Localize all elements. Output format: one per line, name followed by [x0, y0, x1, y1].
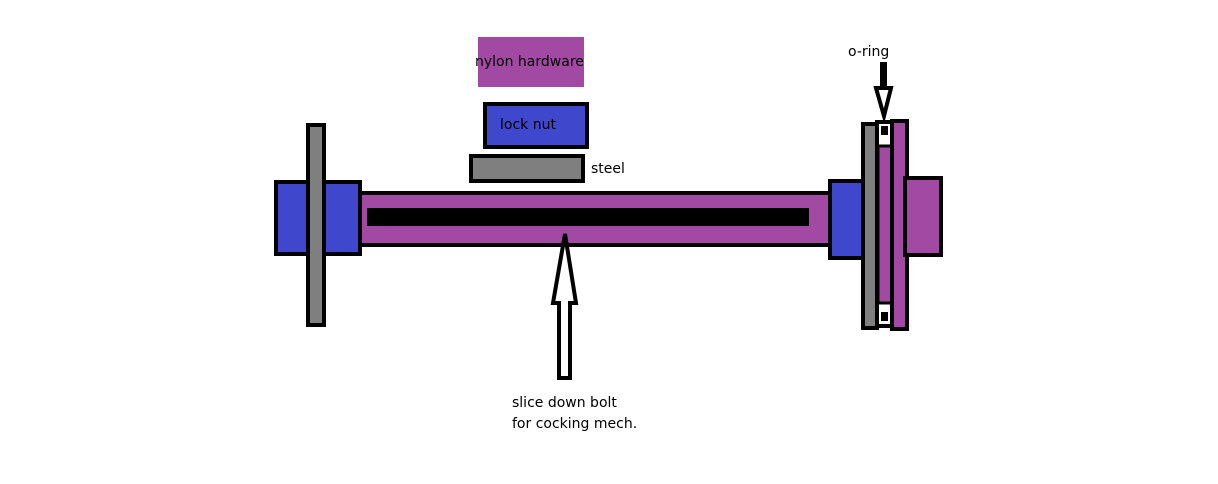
lock-nut-label: lock nut — [500, 117, 556, 133]
lock-nut-swatch — [483, 102, 589, 149]
right-nylon-cap — [903, 176, 943, 257]
right-nut — [828, 179, 866, 260]
steel-swatch — [469, 154, 585, 183]
slice-label-line1: slice down bolt — [512, 395, 617, 411]
steel-label: steel — [591, 161, 625, 177]
bolt-slot — [367, 208, 809, 226]
slice-arrow — [550, 233, 579, 380]
slice-label-line2: for cocking mech. — [512, 416, 638, 432]
nylon-hardware-label: nylon hardware — [475, 54, 584, 70]
right-washer — [861, 122, 879, 330]
o-ring-dot-bottom — [881, 312, 888, 321]
o-ring-arrow-shaft — [880, 62, 887, 92]
nylon-hardware-swatch — [478, 37, 584, 87]
o-ring-arrow-head — [873, 86, 894, 124]
left-washer — [306, 123, 326, 327]
o-ring-inner — [876, 144, 894, 305]
o-ring-dot-top — [881, 126, 888, 135]
o-ring-label: o-ring — [848, 44, 890, 60]
